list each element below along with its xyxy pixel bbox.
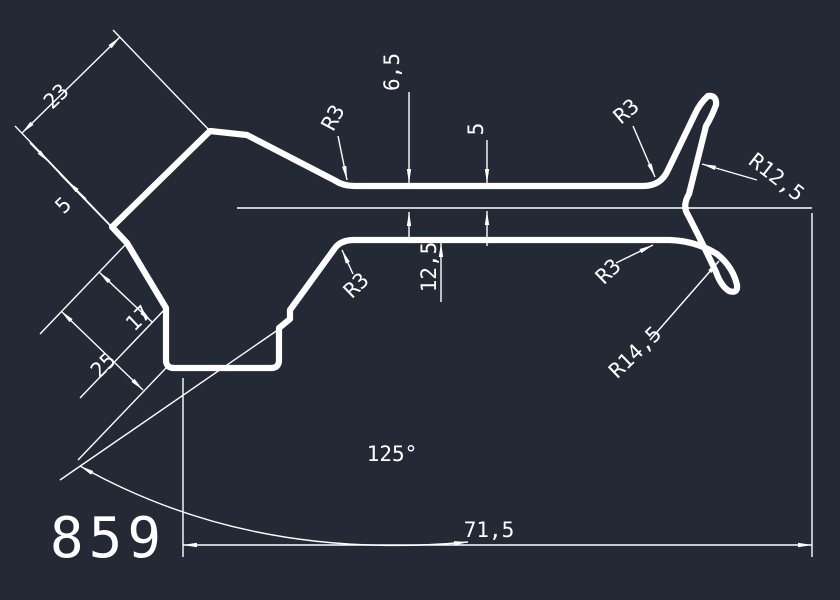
label-dim-5-left: 5 [50,192,76,218]
leader-r14-5 [649,260,720,341]
leader-r3-top-left [337,135,348,181]
dim-line-5-left-b [66,180,87,200]
label-dim-23: 23 [39,79,74,114]
ext-line-foot-bottom [77,367,167,461]
label-angle-125: 125° [367,442,418,466]
ext-line-step-down [39,242,128,335]
label-dim-6-5: 6,5 [380,53,404,91]
part-number: 859 [50,506,166,571]
leader-r12-5 [701,163,758,181]
dim-line-5-left-gap [48,161,68,182]
label-r3-top-right: R3 [609,94,644,129]
leader-r3-bottom-left [341,249,354,275]
dimension-lines [21,36,812,548]
leader-r3-bottom-right [615,244,654,264]
label-r3-top-left: R3 [317,101,350,135]
label-r14-5: R14,5 [604,322,666,383]
dim-line-25 [60,310,144,391]
profile-outline [108,92,741,372]
dim-line-17 [98,271,153,323]
ext-line-peak-left [112,29,211,132]
label-r3-bottom-right: R3 [591,254,626,289]
label-r3-bottom-left: R3 [339,268,374,303]
label-dim-71-5: 71,5 [464,518,515,542]
label-dim-5-top: 5 [464,123,488,136]
dim-line-5-left-a [29,142,50,163]
dim-line-23 [21,36,121,134]
leader-r3-top-right [632,125,656,178]
label-dim-12-5: 12,5 [417,242,441,293]
extension-lines [14,29,813,557]
dimension-labels: 23 5 6,5 R3 5 R3 R12,5 17 25 R3 12,5 R3 … [39,53,809,571]
label-r12-5: R12,5 [744,148,809,206]
label-dim-25: 25 [86,348,121,383]
label-dim-17: 17 [121,301,156,336]
ext-line-angle-125 [59,324,286,481]
